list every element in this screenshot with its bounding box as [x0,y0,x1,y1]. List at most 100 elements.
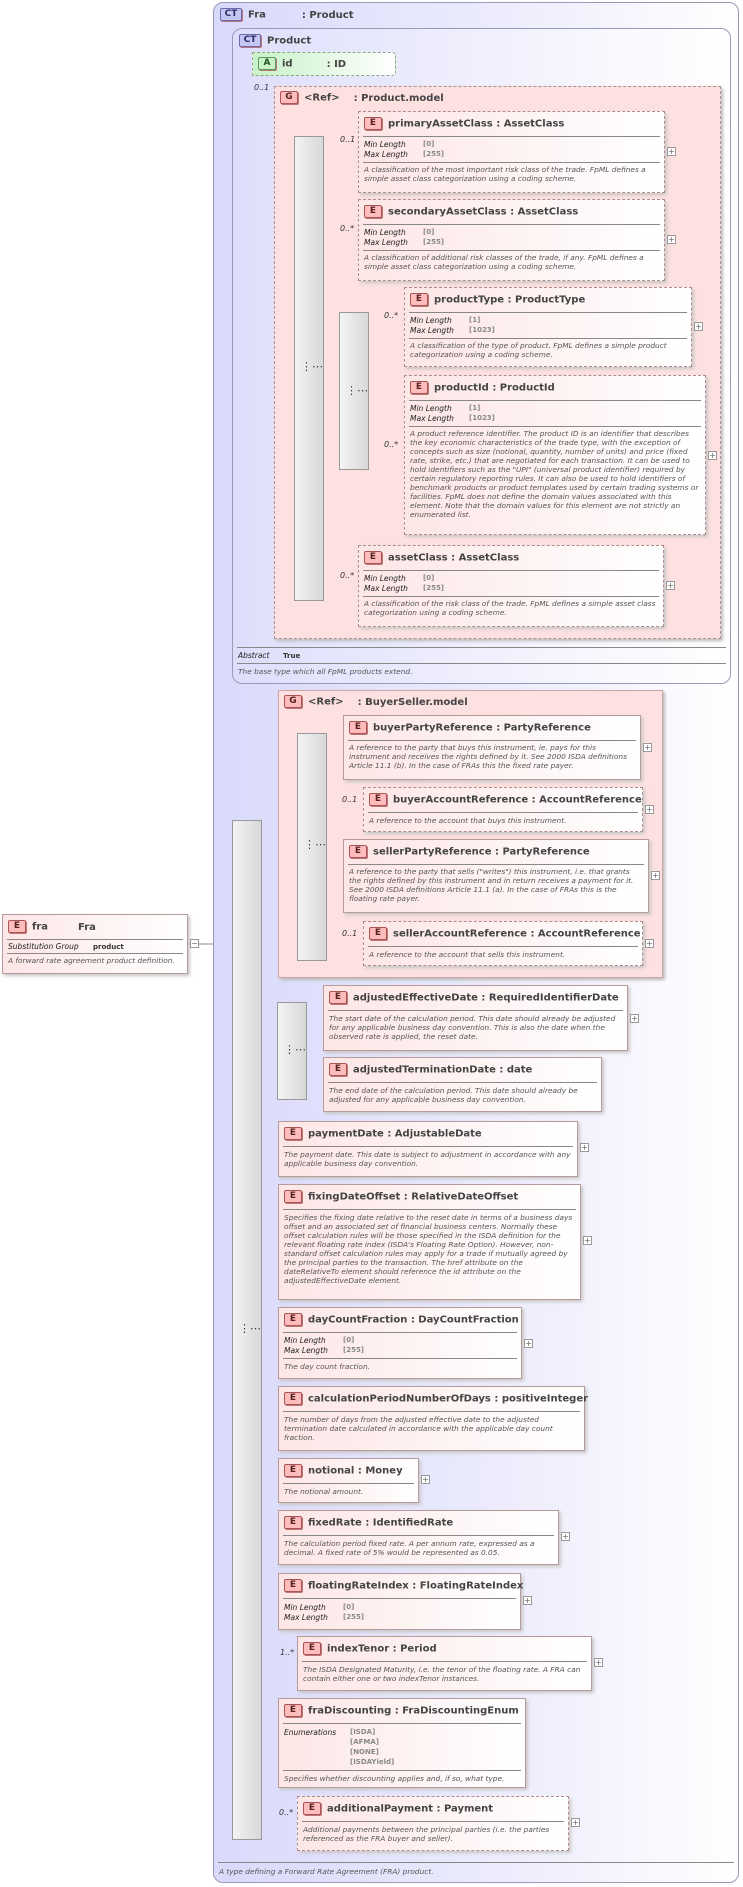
element-name: floatingRateIndex [308,1580,409,1592]
element-doc: The number of days from the adjusted eff… [284,1415,553,1442]
element-type: : PartyReference [495,846,590,858]
element-name: notional [308,1465,355,1477]
max-length-value: [255] [423,150,445,158]
element-icon: E [329,1063,347,1076]
additional-payment-cardinality: 0..* [279,1808,294,1817]
collapse-icon[interactable]: − [190,939,199,948]
product-type-sequence[interactable] [339,312,369,470]
fra-type-base: : Product [301,9,354,21]
main-sequence[interactable] [232,820,262,1840]
min-length-value: [0] [423,228,435,236]
expand-icon[interactable]: + [571,1818,580,1827]
element-name: paymentDate [308,1128,384,1140]
min-length-label: Min Length [364,228,406,237]
max-length-value: [255] [343,1346,365,1354]
expand-icon[interactable]: + [421,1475,430,1484]
element-icon: E [364,551,382,564]
expand-icon[interactable]: + [524,1339,533,1348]
expand-icon[interactable]: + [630,1014,639,1023]
expand-icon[interactable]: + [561,1532,570,1541]
min-length-value: [1] [469,404,481,412]
element-icon: E [284,1464,302,1477]
expand-icon[interactable]: + [694,322,703,331]
element-type: : AccountReference [531,794,642,806]
element-doc: The start date of the calculation period… [329,1014,616,1041]
element-icon: E [329,991,347,1004]
secondary-asset-class-cardinality: 0..* [340,224,355,233]
sequence-icon: ⋮⋯ [304,838,326,851]
substitution-group-label: Substitution Group [8,942,79,951]
element-doc: The payment date. This date is subject t… [284,1150,571,1168]
element-icon: E [369,793,387,806]
element-doc: A reference to the account that buys thi… [369,816,567,825]
abstract-value: True [283,652,301,660]
min-length-label: Min Length [410,404,452,413]
element-icon: E [284,1516,302,1529]
element-name: secondaryAssetClass [388,206,507,218]
dates-sequence[interactable] [277,1002,307,1100]
element-doc: A classification of additional risk clas… [364,253,644,271]
expand-icon[interactable]: + [667,147,676,156]
min-length-value: [0] [343,1603,355,1611]
min-length-value: [0] [343,1336,355,1344]
buyer-seller-name: : BuyerSeller.model [357,696,468,708]
expand-icon[interactable]: + [594,1658,603,1667]
element-doc: The day count fraction. [284,1362,370,1371]
element-type: : ProductType [507,294,586,306]
element-type: : RelativeDateOffset [403,1191,519,1203]
element-icon: E [410,381,428,394]
element-icon: E [8,920,26,933]
expand-icon[interactable]: + [651,871,660,880]
primary-asset-class-cardinality: 0..1 [340,135,356,144]
element-type: : PartyReference [496,722,591,734]
element-type: : Payment [436,1803,494,1815]
min-length-label: Min Length [284,1603,326,1612]
element-name: fixingDateOffset [308,1191,401,1203]
element-doc: The ISDA Designated Maturity, i.e. the t… [303,1665,581,1683]
element-type: : FraDiscountingEnum [394,1705,519,1717]
element-name: primaryAssetClass [388,118,493,130]
sequence-icon: ⋮⋯ [284,1043,306,1056]
expand-icon[interactable]: + [580,1143,589,1152]
expand-icon[interactable]: + [708,451,717,460]
expand-icon[interactable]: + [667,235,676,244]
element-doc: The end date of the calculation period. … [329,1086,578,1104]
buyer-seller-sequence[interactable] [297,733,327,961]
expand-icon[interactable]: + [645,939,654,948]
expand-icon[interactable]: + [645,805,654,814]
element-doc: The notional amount. [284,1487,364,1496]
expand-icon[interactable]: + [523,1596,532,1605]
product-model-sequence[interactable] [294,136,324,601]
element-icon: E [284,1127,302,1140]
element-name: productType [434,294,505,306]
enumerations-label: Enumerations [284,1728,337,1737]
expand-icon[interactable]: + [666,581,675,590]
expand-icon[interactable]: + [643,743,652,752]
max-length-value: [255] [423,238,445,246]
expand-icon[interactable]: + [583,1236,592,1245]
seller-account-cardinality: 0..1 [342,929,358,938]
